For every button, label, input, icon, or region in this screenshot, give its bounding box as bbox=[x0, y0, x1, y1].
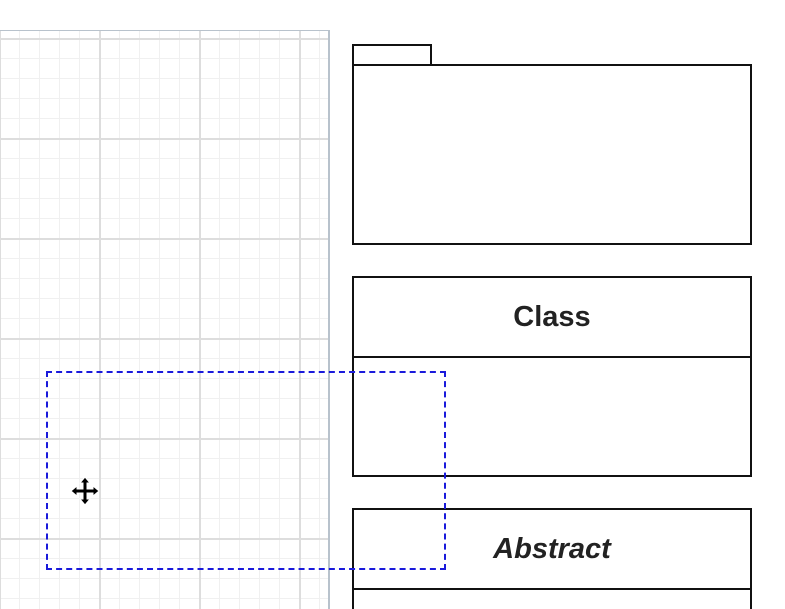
class-shape[interactable]: Class bbox=[352, 276, 752, 477]
abstract-class-name: Abstract bbox=[493, 532, 611, 565]
move-cursor-icon bbox=[70, 476, 100, 506]
abstract-class-shape[interactable]: Abstract bbox=[352, 508, 752, 609]
class-name: Class bbox=[513, 300, 591, 333]
package-shape[interactable] bbox=[352, 64, 752, 245]
package-tab[interactable] bbox=[352, 44, 432, 65]
class-attributes-compartment[interactable] bbox=[354, 358, 750, 475]
class-name-compartment[interactable]: Class bbox=[354, 278, 750, 358]
abstract-attributes-compartment[interactable] bbox=[354, 590, 750, 609]
drawing-canvas[interactable] bbox=[0, 30, 330, 609]
abstract-name-compartment[interactable]: Abstract bbox=[354, 510, 750, 590]
